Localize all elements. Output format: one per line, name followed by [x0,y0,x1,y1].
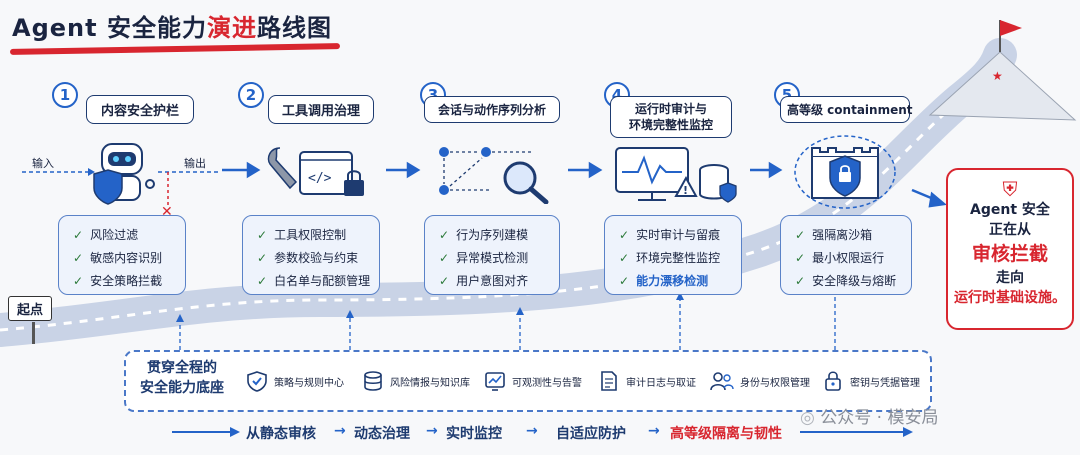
foundation-item: 身份与权限管理 [710,370,810,392]
step-2-item: ✓参数校验与约束 [257,251,359,265]
step-4-title: 运行时审计与 环境完整性监控 [610,96,732,138]
timeline-stage-5: 高等级隔离与韧性 [670,426,782,442]
svg-text:✕: ✕ [161,204,173,220]
arrow-right-icon: → [426,423,438,439]
step-3-item: ✓异常模式检测 [439,251,529,265]
arrow-right-icon: → [526,423,538,439]
step-3-card: ✓行为序列建模 ✓异常模式检测 ✓用户意图对齐 [424,215,560,295]
step-1-item: ✓安全策略拦截 [73,274,163,288]
check-icon: ✓ [619,251,630,265]
check-icon: ✓ [439,274,450,288]
check-icon: ✓ [257,274,268,288]
foundation-title: 贯穿全程的 安全能力底座 [140,360,224,396]
step-4-item: ✓能力漂移检测 [619,274,709,288]
output-label: 输出 [184,157,206,170]
check-icon: ✓ [795,228,806,242]
step-3-item: ✓行为序列建模 [439,228,529,242]
check-icon: ✓ [795,274,806,288]
robot-shield-icon [93,143,155,205]
users-icon [710,372,734,391]
foundation-item: 密钥与凭据管理 [822,370,920,392]
step-1-card: ✓风险过滤 ✓敏感内容识别 ✓安全策略拦截 [58,215,186,295]
timeline-stage-2: 动态治理 [354,426,410,442]
step-3-item: ✓用户意图对齐 [439,274,529,288]
step-5-item: ✓强隔离沙箱 [795,228,873,242]
timeline-stage-4: 自适应防护 [556,426,626,442]
gear-shield-icon: ⛨ [1002,177,1018,201]
check-icon: ✓ [439,251,450,265]
step-2-number: 2 [238,82,264,108]
monitor-audit-icon: ! [615,147,737,203]
database-icon [364,371,382,391]
foundation-item: 风险情报与知识库 [362,370,470,392]
step-4-item: ✓环境完整性监控 [619,251,721,265]
arrow-right-icon: → [648,423,660,439]
check-icon: ✓ [795,251,806,265]
goal-summary-box: ⛨ Agent 安全 正在从 审核拦截 走向 运行时基础设施。 [946,168,1074,330]
check-icon: ✓ [73,228,84,242]
sequence-magnifier-icon [439,147,549,204]
document-icon [601,371,617,391]
check-icon: ✓ [257,228,268,242]
step-1-item: ✓风险过滤 [73,228,139,242]
step-4-item: ✓实时审计与留痕 [619,228,721,242]
step-2-card: ✓工具权限控制 ✓参数校验与约束 ✓白名单与配额管理 [242,215,380,295]
timeline-stage-1: 从静态审核 [246,426,316,442]
step-2-item: ✓白名单与配额管理 [257,274,371,288]
foundation-item: 可观测性与告警 [484,370,582,392]
step-3-title: 会话与动作序列分析 [424,96,560,123]
step-1-number: 1 [52,82,78,108]
signpost-pole [32,322,35,344]
svg-text:</>: </> [308,171,332,186]
step-2-title: 工具调用治理 [268,95,374,124]
page-title: Agent 安全能力演进路线图 [12,14,332,42]
foundation-item: 审计日志与取证 [598,370,696,392]
check-icon: ✓ [619,274,630,288]
castle-lock-icon [794,135,896,209]
watermark: ◎ 公众号 · 模安局 [800,408,939,428]
check-icon: ✓ [439,228,450,242]
step-2-item: ✓工具权限控制 [257,228,347,242]
input-label: 输入 [32,157,54,170]
monitor-chart-icon [485,372,505,391]
title-highlight: 演进 [206,14,257,42]
shield-check-icon [247,371,267,392]
foundation-panel [124,350,932,412]
check-icon: ✓ [73,274,84,288]
step-5-card: ✓强隔离沙箱 ✓最小权限运行 ✓安全降级与熔断 [780,215,912,295]
wrench-code-icon: </> [267,147,364,196]
wechat-icon: ◎ [800,408,815,428]
check-icon: ✓ [73,251,84,265]
step-1-title: 内容安全护栏 [86,95,194,124]
start-signpost: 起点 [8,296,53,321]
check-icon: ✓ [619,228,630,242]
check-icon: ✓ [257,251,268,265]
svg-text:★: ★ [992,69,1003,83]
step-4-card: ✓实时审计与留痕 ✓环境完整性监控 ✓能力漂移检测 [604,215,742,295]
step-5-item: ✓安全降级与熔断 [795,274,897,288]
step-5-title: 高等级 containment [780,96,913,123]
step-5-item: ✓最小权限运行 [795,251,885,265]
arrow-right-icon: → [334,423,346,439]
lock-icon [825,371,841,391]
svg-text:!: ! [683,184,688,197]
timeline-stage-3: 实时监控 [446,426,502,442]
step-1-item: ✓敏感内容识别 [73,251,163,265]
foundation-item: 策略与规则中心 [246,370,344,392]
